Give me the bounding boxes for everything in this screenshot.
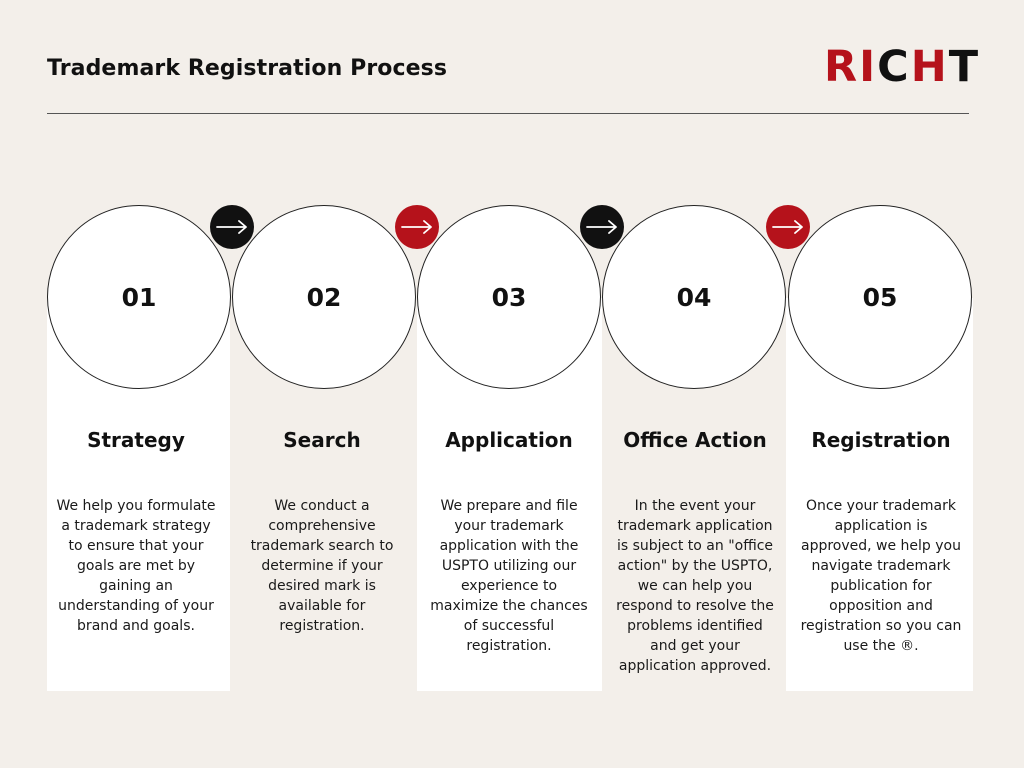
step-circle-5: 05 (788, 205, 972, 389)
step-title-1: Strategy (87, 428, 185, 452)
arrow-right-icon (580, 205, 624, 249)
richt-logo: RICHT (824, 46, 980, 89)
logo-part-h: H (910, 42, 949, 92)
step-number-1: 01 (121, 282, 157, 312)
step-circle-4: 04 (602, 205, 786, 389)
step-circle-2: 02 (232, 205, 416, 389)
logo-part-ri: RI (824, 42, 878, 92)
header-divider (47, 113, 969, 114)
step-title-4: Office Action (623, 428, 767, 452)
step-description-3: We prepare and file your trademark appli… (430, 498, 588, 654)
step-number-5: 05 (862, 282, 898, 312)
step-circle-1: 01 (47, 205, 231, 389)
arrow-right-icon (210, 205, 254, 249)
step-description-5: Once your trademark application is appro… (800, 498, 962, 654)
logo-part-t: T (948, 42, 981, 92)
step-title-5: Registration (811, 428, 951, 452)
step-title-3: Application (445, 428, 573, 452)
step-title-2: Search (283, 428, 361, 452)
page-title: Trademark Registration Process (47, 56, 448, 81)
step-description-1: We help you formulate a trademark strate… (56, 498, 216, 634)
step-circle-3: 03 (417, 205, 601, 389)
arrow-right-icon (395, 205, 439, 249)
arrow-right-icon (766, 205, 810, 249)
logo-part-c: C (877, 42, 911, 92)
step-number-4: 04 (676, 282, 712, 312)
step-description-2: We conduct a comprehensive trademark sea… (250, 498, 394, 634)
step-description-4: In the event your trademark application … (616, 498, 774, 674)
step-number-3: 03 (491, 282, 527, 312)
step-number-2: 02 (306, 282, 342, 312)
